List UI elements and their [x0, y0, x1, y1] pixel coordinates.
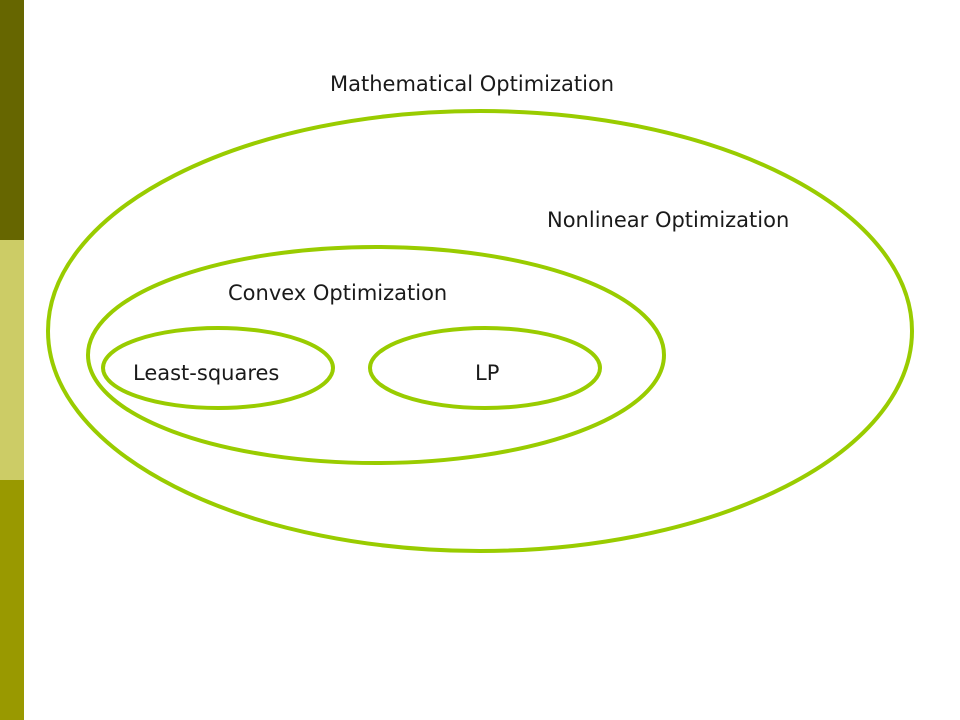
least-squares-ellipse: [101, 326, 335, 410]
decorative-sidebar: [0, 0, 24, 720]
nonlinear-optimization-label: Nonlinear Optimization: [547, 208, 790, 232]
sidebar-band-dark: [0, 0, 24, 240]
sidebar-band-light: [0, 240, 24, 480]
mathematical-optimization-label: Mathematical Optimization: [330, 72, 615, 96]
nonlinear-optimization-ellipse: [46, 109, 914, 553]
sidebar-band-olive: [0, 480, 24, 720]
lp-label: LP: [475, 361, 500, 385]
convex-optimization-ellipse: [86, 245, 666, 465]
least-squares-label: Least-squares: [133, 361, 280, 385]
lp-ellipse: [368, 326, 602, 410]
convex-optimization-label: Convex Optimization: [228, 281, 448, 305]
